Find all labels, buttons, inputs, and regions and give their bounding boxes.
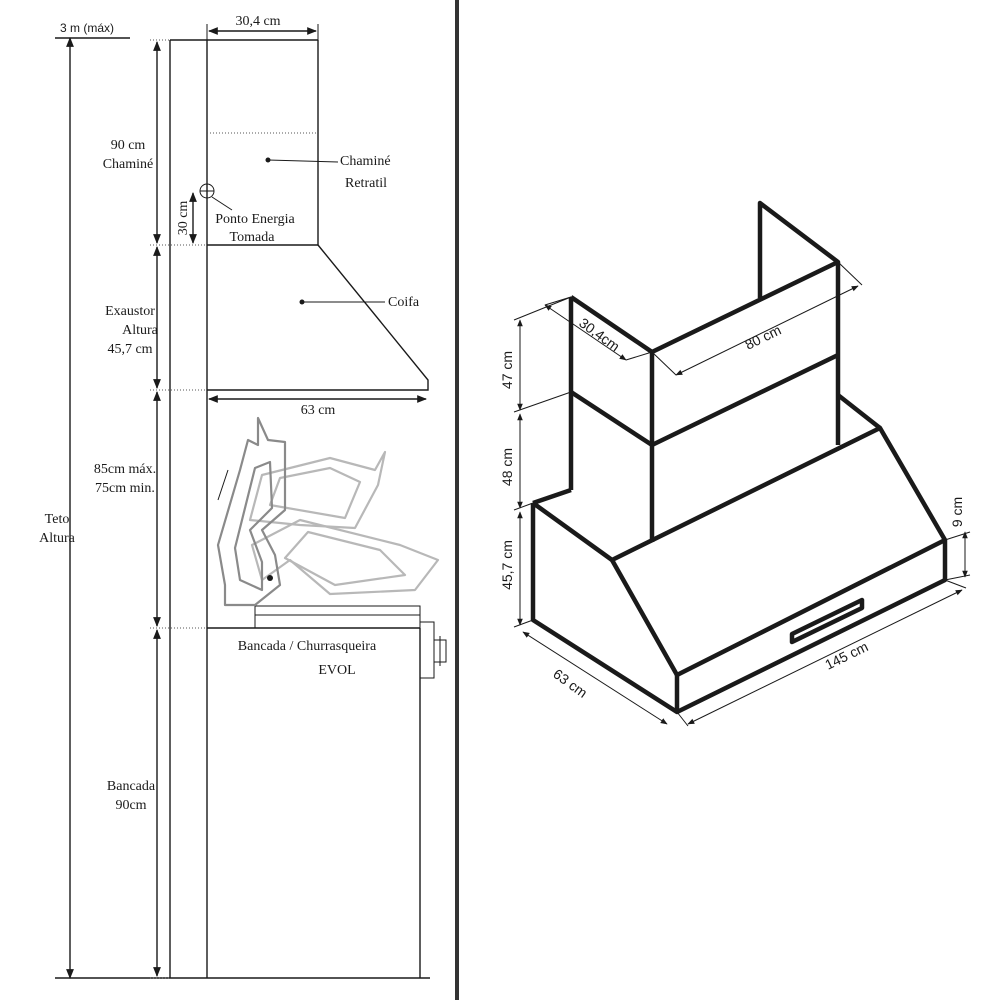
outlet-height-dimension: 30 cm: [176, 192, 197, 244]
outlet-callout-line-2: Tomada: [230, 230, 276, 245]
chimney: [207, 39, 319, 246]
iso-chimney-width-label: 80 cm: [742, 322, 783, 353]
chimney-callout-line-1: Chaminé: [340, 154, 391, 169]
clearance-max: 85cm máx.: [94, 462, 156, 477]
isometric-view: 30,4cm 80 cm 47 cm 48 cm 45,7 cm 9 cm 63…: [499, 200, 971, 727]
iso-lower-chimney-height-label: 48 cm: [499, 448, 515, 486]
max-height-dimension: 3 m (máx) Teto Altura: [39, 21, 130, 979]
hood-depth-label: 63 cm: [301, 403, 336, 418]
iso-chimney-depth-label: 30,4cm: [576, 314, 623, 354]
iso-hood: [530, 393, 948, 715]
iso-chimney: [568, 200, 841, 542]
chimney-height-line-2: Chaminé: [103, 157, 154, 172]
chimney-callout-line-2: Retratil: [345, 176, 387, 191]
counter: [207, 605, 447, 978]
grill-lid-illustration: [216, 416, 440, 607]
side-view: 3 m (máx) Teto Altura 90 cm Chaminé Exau…: [39, 14, 447, 979]
ceiling-height-line-2: Altura: [39, 531, 76, 546]
power-outlet-icon: [199, 183, 215, 199]
hood-height-line-3: 45,7 cm: [107, 342, 152, 357]
outlet-callout-line-1: Ponto Energia: [215, 212, 295, 227]
clearance-min: 75cm min.: [95, 481, 155, 496]
iso-hood-height-label: 45,7 cm: [499, 540, 515, 590]
iso-dimensions: [513, 261, 971, 727]
iso-hood-width-label: 145 cm: [822, 638, 870, 673]
counter-label-line-2: EVOL: [318, 663, 355, 678]
chimney-width-dimension: 30,4 cm: [206, 14, 319, 40]
hood-height-line-2: Altura: [122, 323, 159, 338]
chimney-height-line-1: 90 cm: [111, 138, 146, 153]
outlet-height-label: 30 cm: [176, 201, 191, 236]
max-height-label: 3 m (máx): [60, 21, 114, 35]
iso-upper-chimney-height-label: 47 cm: [499, 351, 515, 389]
hood: [207, 244, 429, 391]
hood-depth-dimension: 63 cm: [208, 395, 427, 418]
ceiling-height-line-1: Teto: [45, 512, 70, 527]
iso-front-band-height-label: 9 cm: [949, 497, 965, 527]
counter-height-line-2: 90cm: [115, 798, 146, 813]
counter-label-line-1: Bancada / Churrasqueira: [238, 639, 377, 654]
hood-callout: Coifa: [388, 295, 420, 310]
counter-height-line-1: Bancada: [107, 779, 156, 794]
chimney-width-label: 30,4 cm: [235, 14, 280, 29]
hood-height-line-1: Exaustor: [105, 304, 155, 319]
